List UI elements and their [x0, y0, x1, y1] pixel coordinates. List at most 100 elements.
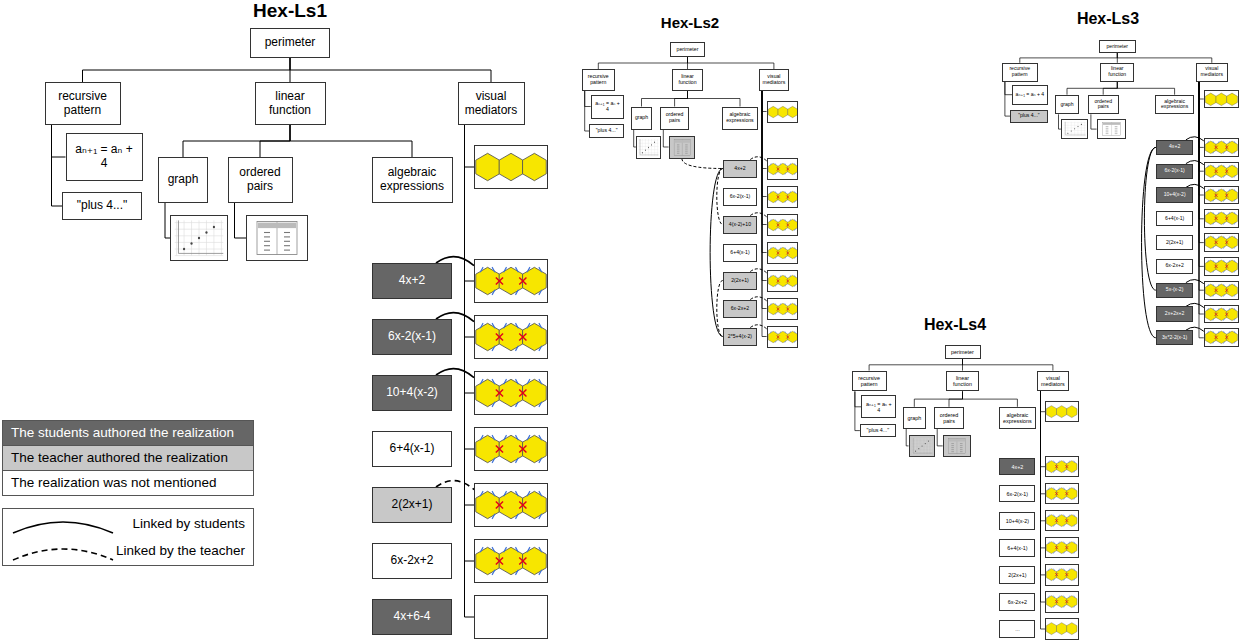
node-text: visual mediators	[1041, 375, 1066, 387]
drawing-part	[519, 445, 526, 452]
category-box: "plus 4..."	[1010, 110, 1048, 123]
drawing-part	[1057, 515, 1067, 527]
drawing-part	[775, 191, 776, 193]
drawing-part	[794, 219, 795, 221]
drawing-part	[1225, 193, 1228, 196]
mediator-box	[474, 483, 548, 527]
drawing-part	[1228, 308, 1229, 310]
tree-connector	[465, 125, 475, 337]
expression-box: 6x-2x+2	[999, 593, 1035, 610]
category-box: linear function	[255, 82, 326, 125]
drawing-part	[911, 447, 932, 448]
drawing-part	[1064, 596, 1065, 598]
drawing-part	[1077, 122, 1078, 136]
drawing-part	[1069, 461, 1070, 463]
tree-connector	[290, 125, 412, 157]
drawing-part	[515, 323, 518, 328]
drawing-part	[1213, 175, 1214, 177]
mediator-box	[767, 158, 799, 180]
drawing-part	[519, 389, 526, 396]
category-box: linear function	[672, 69, 703, 91]
expression-text: 6x-2(x-1)	[730, 194, 751, 200]
root-box: perimeter	[670, 42, 704, 57]
drawing-part	[786, 335, 789, 338]
expression-box: 6x-2(x-1)	[999, 485, 1035, 502]
drawing-part	[1218, 165, 1219, 167]
tree-connector	[914, 391, 962, 406]
hexagon-drawing	[1046, 565, 1077, 584]
drawing-part	[911, 450, 932, 451]
drawing-part	[786, 335, 789, 338]
mediator-box	[1204, 328, 1239, 347]
expression-text: 4(x-2)+10	[729, 222, 751, 228]
drawing-part	[1205, 260, 1216, 272]
mediator-box	[767, 270, 799, 292]
drawing-part	[1054, 525, 1055, 527]
drawing-part	[1226, 260, 1237, 272]
drawing-part	[476, 435, 500, 462]
drawing-part	[1081, 122, 1082, 136]
drawing-part	[1074, 606, 1075, 608]
expression-box: 4(x-2)+10	[723, 216, 757, 234]
drawing-part	[1213, 189, 1214, 191]
drawing-part	[1114, 132, 1117, 133]
drawing-part	[794, 331, 795, 333]
drawing-part	[492, 570, 495, 575]
drawing-part	[476, 153, 500, 180]
drawing-part	[779, 303, 780, 305]
drawing-part	[1225, 241, 1228, 244]
tree-connector	[83, 58, 291, 82]
drawing-part	[1055, 465, 1058, 468]
drawing-part	[1047, 406, 1057, 418]
category-box: ordered pairs	[1088, 95, 1119, 115]
drawing-part	[1226, 213, 1237, 225]
drawing-part	[776, 223, 779, 226]
expression-text: 6x-2(x-1)	[1164, 168, 1184, 174]
drawing-part	[1223, 270, 1224, 272]
drawing-part	[1059, 596, 1060, 598]
drawing-part	[13, 549, 113, 560]
drawing-part	[1205, 165, 1216, 177]
drawing-part	[789, 247, 790, 249]
drawing-part	[1105, 126, 1108, 127]
expression-text: 6x-2x+2	[731, 306, 750, 312]
node-text: graph	[635, 115, 648, 121]
mediator-box	[1204, 90, 1239, 109]
node-text: visual mediators	[762, 74, 786, 86]
drawing-part	[1214, 289, 1217, 292]
drawing-part	[779, 275, 780, 277]
legend-swatch: The teacher authored the realization	[2, 445, 254, 471]
drawing-part	[784, 163, 785, 165]
expression-text: 6+4(x-1)	[730, 250, 749, 256]
expression-text: 6+4(x-1)	[1165, 216, 1184, 222]
drawing-part	[1226, 189, 1237, 201]
expression-box: 6+4(x-1)	[723, 244, 757, 262]
drawing-part	[1059, 515, 1060, 517]
drawing-part	[776, 279, 779, 282]
drawing-part	[523, 267, 547, 294]
drawing-part	[1205, 93, 1216, 105]
drawing-part	[776, 307, 779, 310]
drawing-part	[1213, 223, 1214, 225]
drawing-part	[523, 491, 547, 518]
drawing-part	[499, 379, 523, 406]
drawing-part	[1225, 217, 1228, 220]
drawing-part	[638, 152, 658, 153]
drawing-part	[776, 167, 779, 170]
drawing-part	[519, 389, 526, 396]
node-text: perimeter	[265, 36, 316, 50]
drawing-part	[784, 284, 785, 286]
drawing-part	[1105, 128, 1108, 129]
hexagon-drawing	[768, 271, 798, 291]
drawing-part	[476, 491, 500, 518]
drawing-part	[775, 228, 776, 230]
drawing-part	[504, 267, 507, 272]
node-text: perimeter	[951, 349, 974, 355]
drawing-part	[1207, 236, 1208, 238]
drawing-part	[674, 140, 690, 143]
drawing-part	[1105, 132, 1108, 133]
hexagon-drawing	[1205, 187, 1238, 204]
drawing-part	[515, 267, 518, 272]
drawing-part	[519, 277, 526, 284]
drawing-part	[284, 232, 290, 233]
